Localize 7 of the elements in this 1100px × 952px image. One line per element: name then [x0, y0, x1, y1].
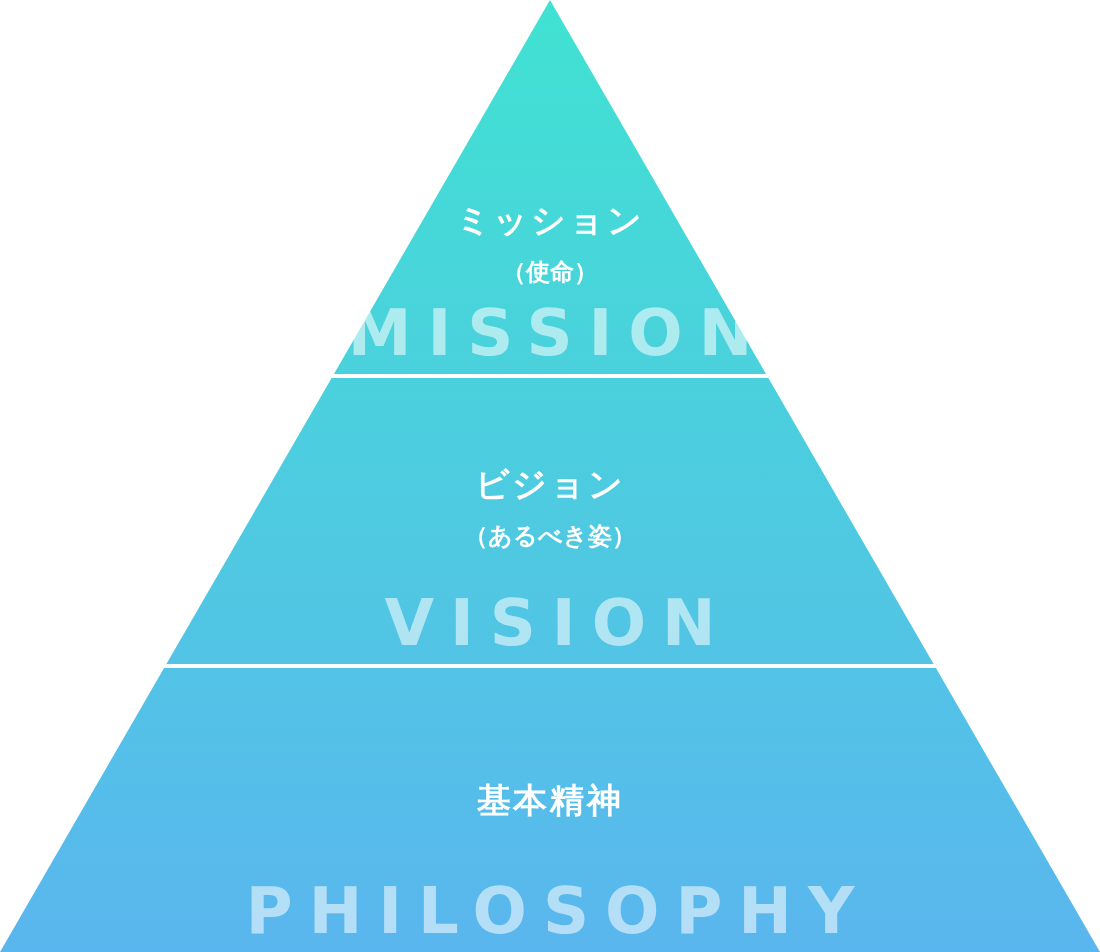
- tier-subtitle: （あるべき姿）: [464, 521, 636, 552]
- tier-background-word: PHILOSOPHY: [244, 874, 871, 948]
- tier-background-word: VISION: [383, 586, 732, 660]
- tier-heading: ミッション: [455, 199, 645, 242]
- tier-subtitle: （使命）: [502, 257, 598, 288]
- tier-heading: ビジョン: [474, 463, 626, 506]
- tier-heading: 基本精神: [476, 779, 624, 822]
